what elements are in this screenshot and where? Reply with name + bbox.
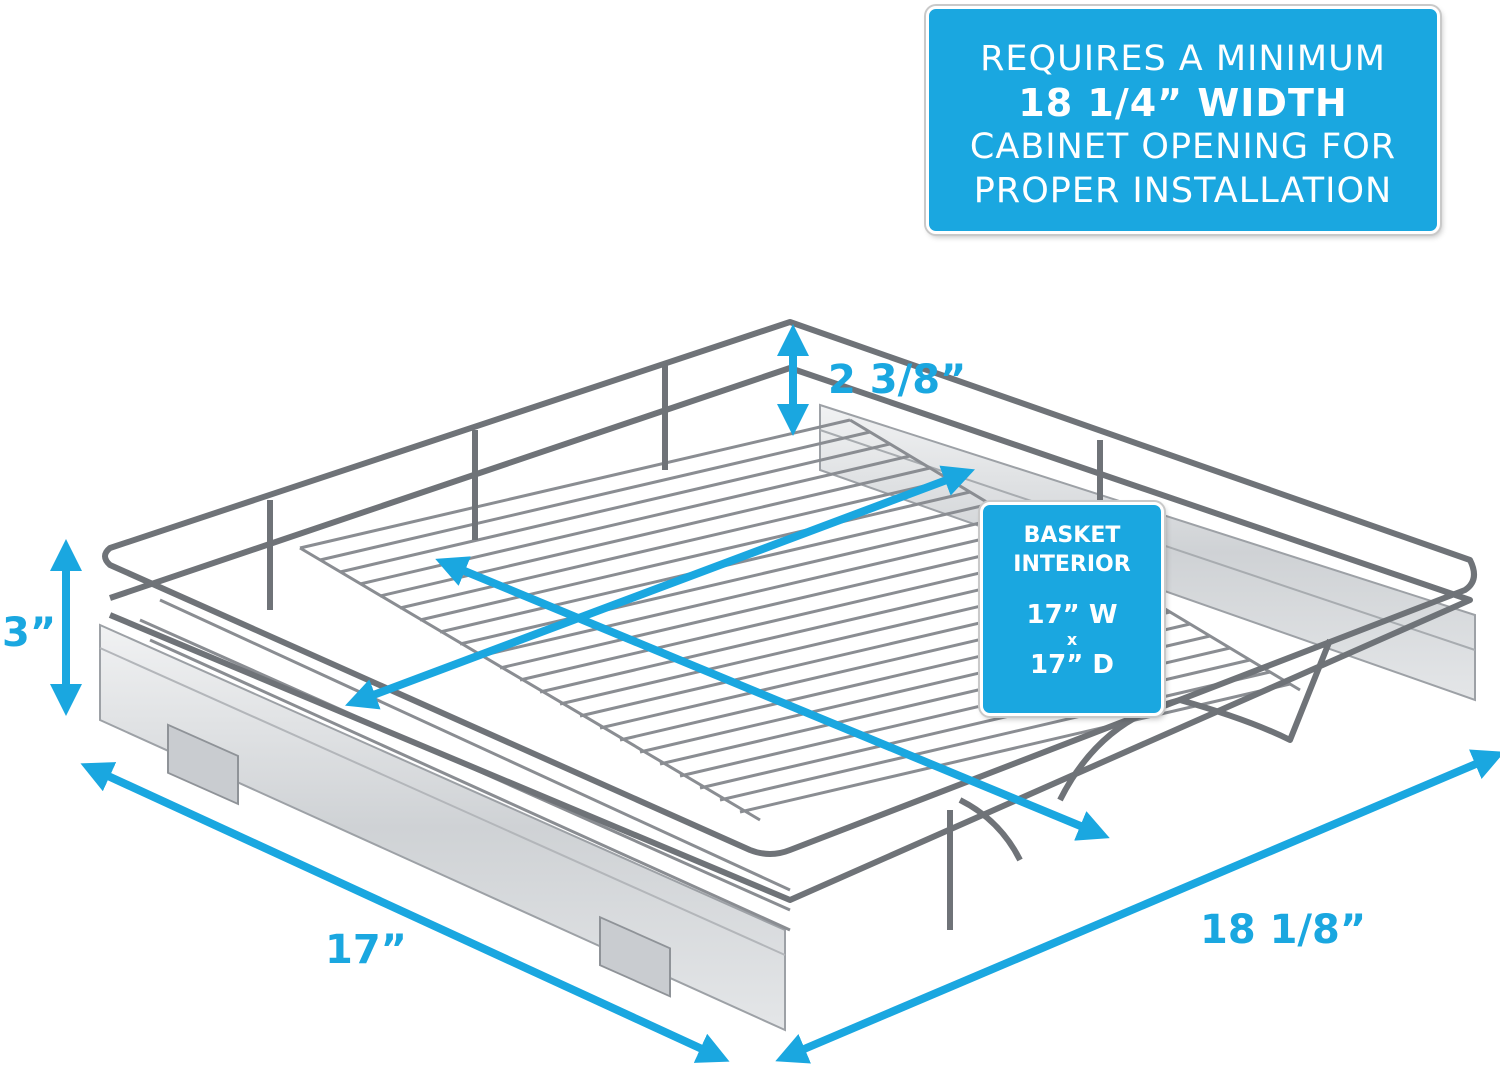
width-label: 17”: [325, 927, 407, 973]
callout-line-4: PROPER INSTALLATION: [973, 171, 1393, 211]
basket-height-label: 2 3/8”: [828, 357, 967, 403]
callout-line-3: CABINET OPENING FOR: [969, 127, 1397, 167]
dimension-arrows: [50, 324, 1500, 1064]
overall-height-label: 3”: [2, 610, 57, 656]
interior-title-1: BASKET: [1023, 523, 1121, 548]
basket-interior-box: BASKET INTERIOR 17” W x 17” D: [980, 502, 1164, 716]
interior-width: 17” W: [1026, 600, 1118, 630]
depth-label: 18 1/8”: [1200, 907, 1367, 953]
minimum-width-callout: REQUIRES A MINIMUM 18 1/4” WIDTH CABINET…: [926, 6, 1440, 234]
left-slide-rail: [99, 623, 786, 1032]
interior-title-2: INTERIOR: [1013, 552, 1131, 577]
callout-line-1: REQUIRES A MINIMUM: [980, 39, 1386, 79]
interior-depth: 17” D: [1030, 650, 1114, 680]
callout-line-2: 18 1/4” WIDTH: [1018, 81, 1348, 125]
interior-times: x: [1066, 630, 1078, 649]
